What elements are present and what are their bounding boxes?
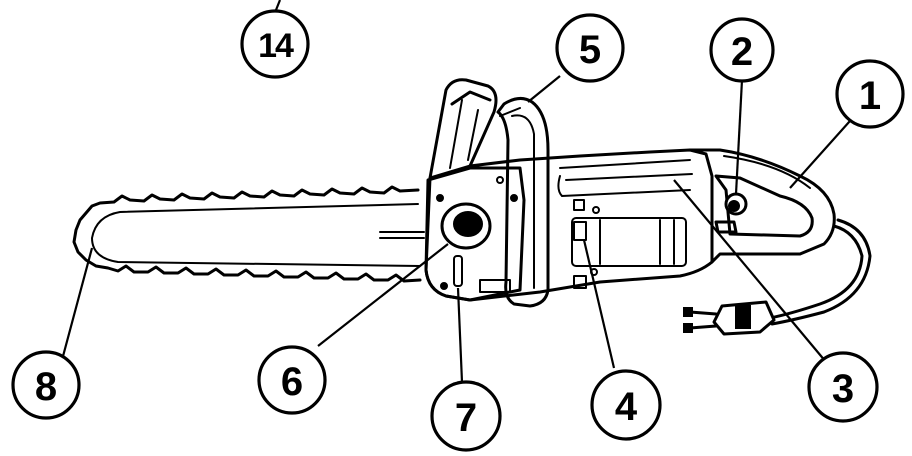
leader-lines bbox=[60, 0, 859, 383]
hand-guard-chain-brake bbox=[496, 97, 550, 308]
callout-6-label: 6 bbox=[281, 360, 303, 404]
saw-chain bbox=[72, 185, 422, 283]
rear-handle bbox=[688, 148, 836, 264]
callout-8-label: 8 bbox=[35, 365, 57, 409]
callout-6: 6 bbox=[257, 345, 327, 415]
motor-housing bbox=[424, 148, 714, 302]
lock-off-button bbox=[724, 192, 748, 216]
callout-4-label: 4 bbox=[615, 385, 638, 429]
callout-4: 4 bbox=[590, 369, 662, 441]
front-handle bbox=[428, 78, 498, 180]
guide-bar bbox=[72, 185, 425, 283]
oil-level-window bbox=[453, 255, 463, 287]
power-cord bbox=[768, 218, 872, 326]
bar-body bbox=[91, 203, 421, 267]
callout-3-label: 3 bbox=[832, 367, 854, 411]
power-plug bbox=[683, 300, 776, 336]
vent-panel bbox=[571, 217, 687, 267]
chain-tensioner bbox=[479, 279, 511, 293]
callout-1-label: 1 bbox=[859, 74, 881, 118]
trigger-switch bbox=[714, 220, 738, 234]
callout-14: 14 bbox=[240, 9, 310, 79]
oil-filler-cap bbox=[440, 202, 492, 250]
callout-2: 2 bbox=[709, 17, 775, 83]
callout-14-label: 14 bbox=[258, 27, 294, 65]
callout-7-label: 7 bbox=[455, 396, 477, 440]
callout-1: 1 bbox=[835, 59, 905, 129]
callout-5: 5 bbox=[555, 13, 625, 83]
callout-2-label: 2 bbox=[731, 30, 753, 74]
callout-5-label: 5 bbox=[579, 28, 601, 72]
callout-7: 7 bbox=[430, 380, 502, 452]
callout-3: 3 bbox=[807, 351, 879, 423]
callout-8: 8 bbox=[11, 350, 81, 420]
sprocket-cover bbox=[424, 166, 526, 302]
